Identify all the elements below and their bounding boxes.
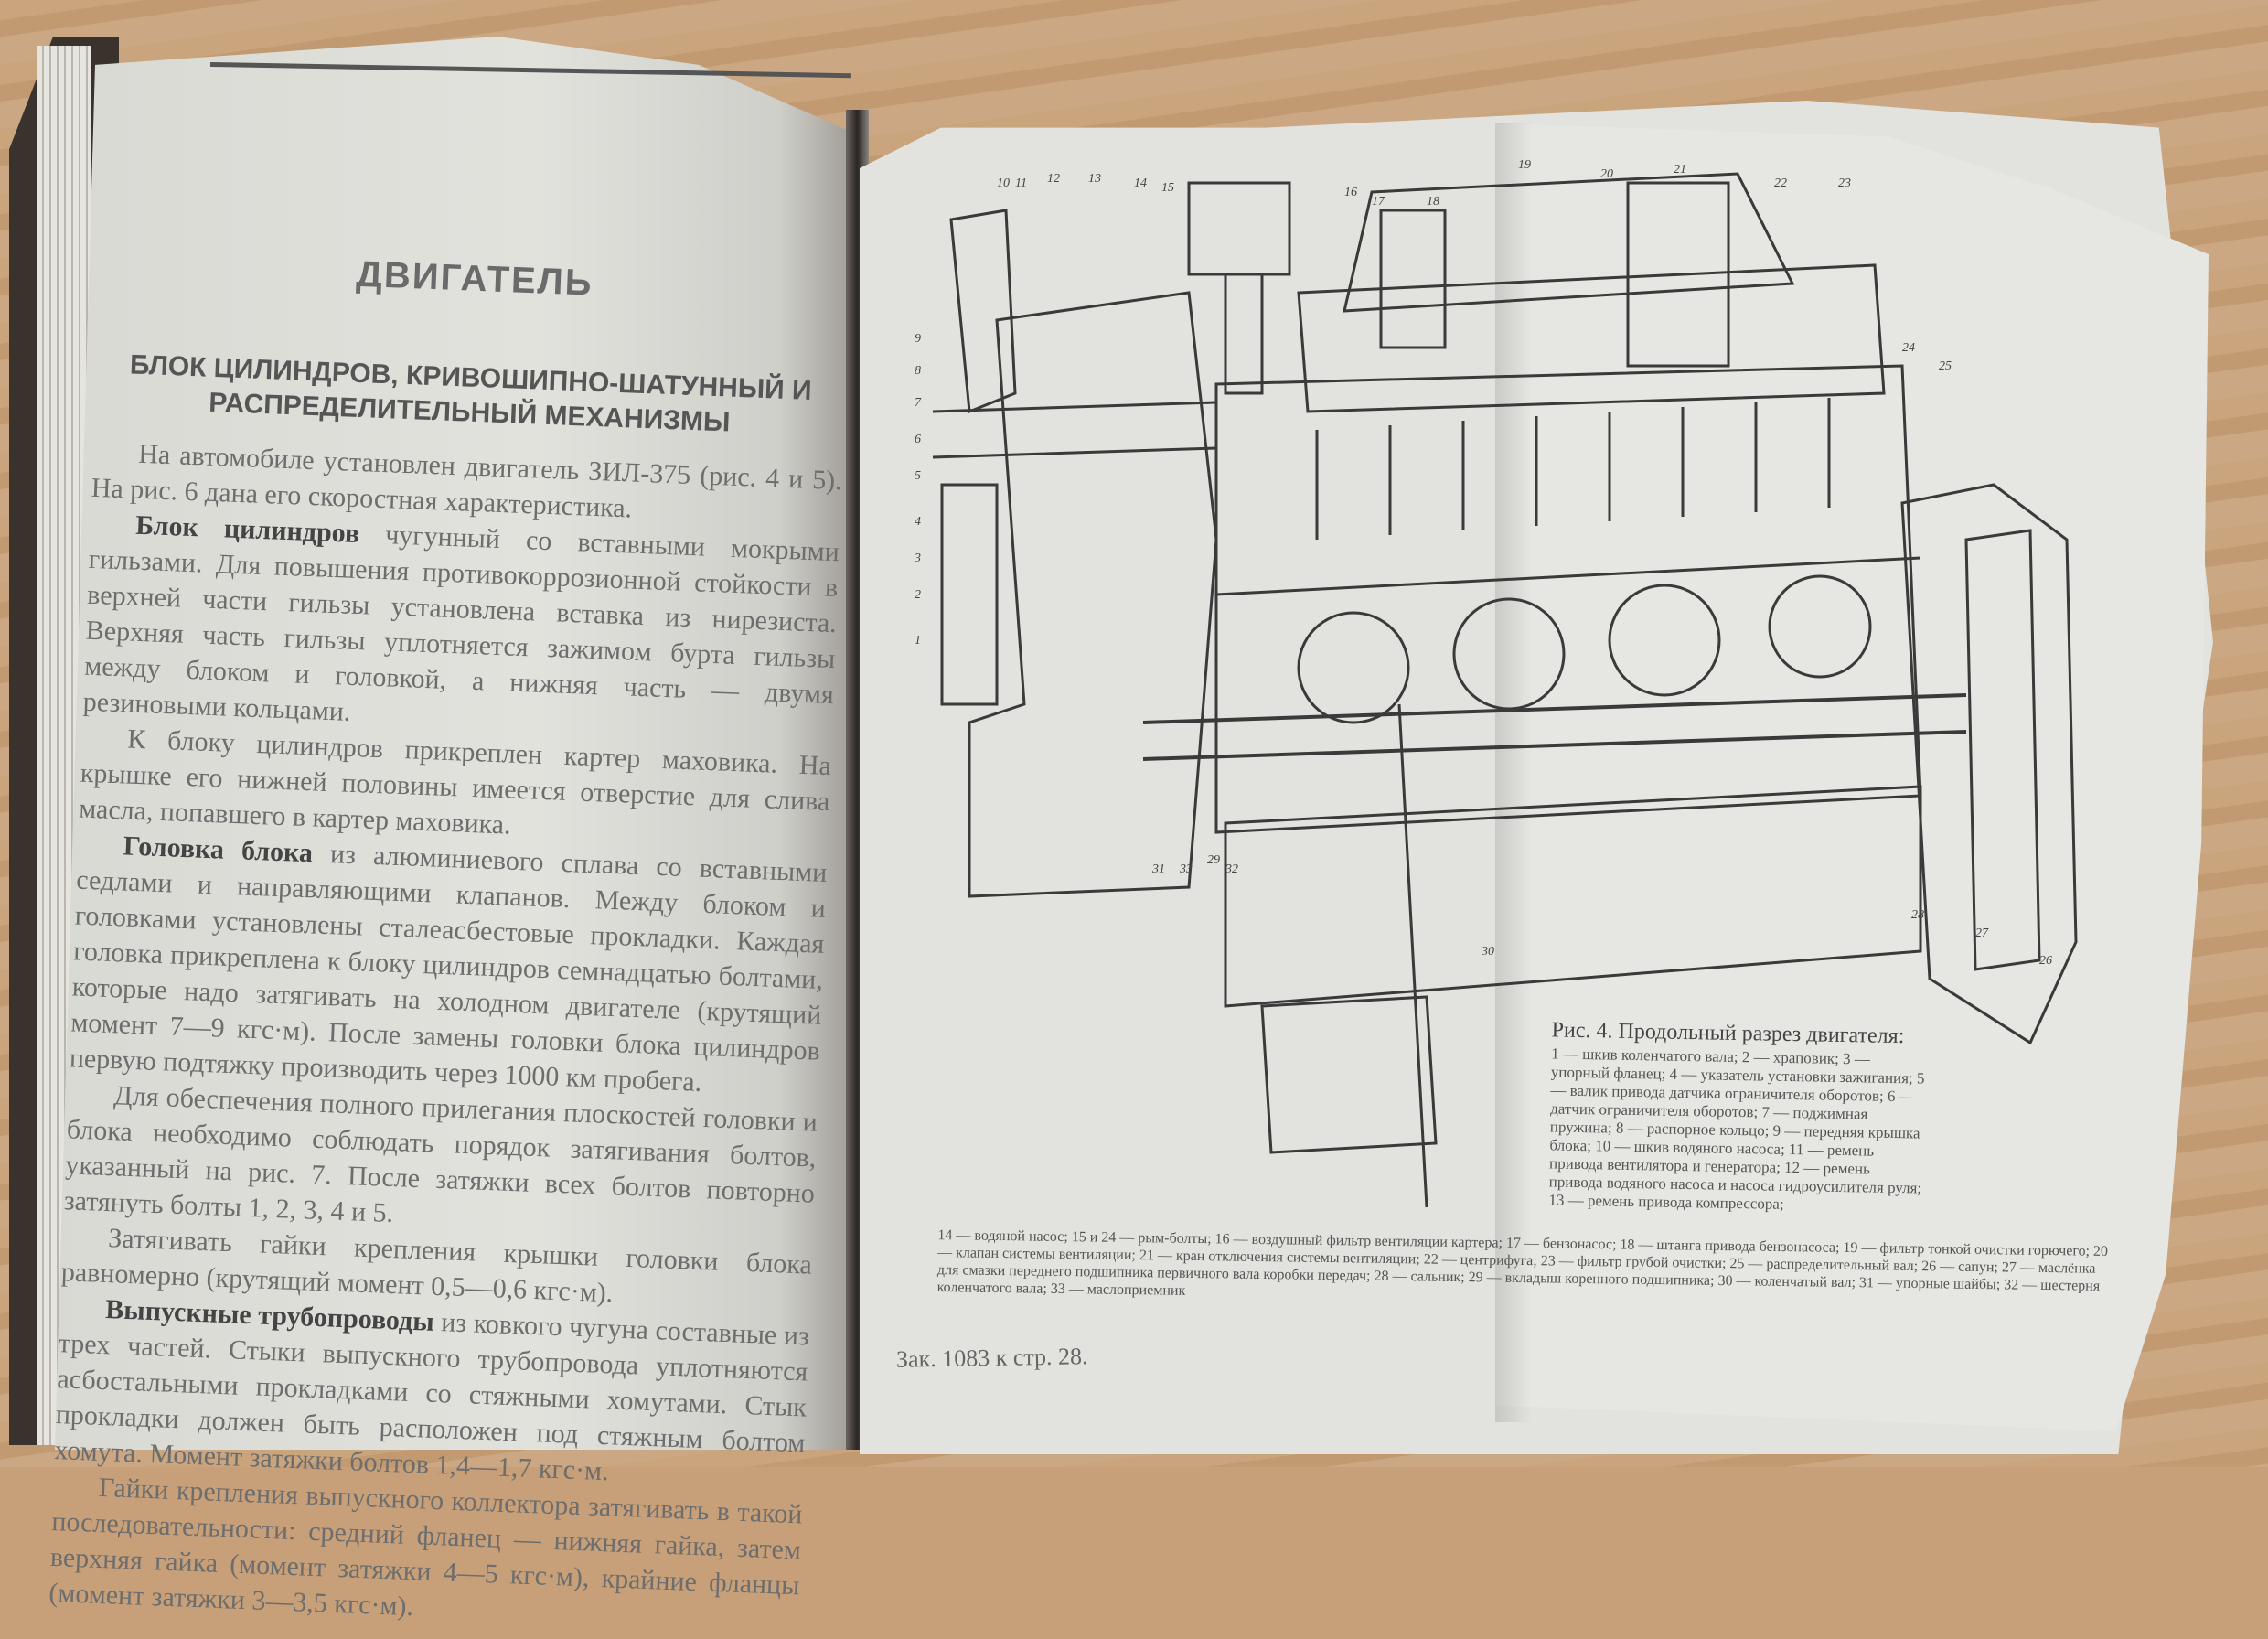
foldout-sheet [1495,123,2209,1431]
paragraph-text: чугунный со вставными мокрыми гильзами. … [82,519,840,727]
callout-number: 11 [1015,177,1027,190]
paragraph-lead: Блок цилиндров [134,509,360,550]
cylinder-block [1214,364,1922,834]
distributor-stem [1224,274,1264,395]
callout-number: 8 [915,364,921,378]
callout-number: 16 [1344,186,1357,199]
callout-number: 30 [1481,945,1494,959]
piston-2 [1452,597,1566,711]
callout-number: 17 [1372,195,1385,209]
callout-number: 33 [1179,862,1193,876]
dipstick [1397,703,1428,1208]
callout-number: 10 [997,177,1010,190]
paragraph-text: Для обеспечения полного прилегания плоск… [63,1080,818,1229]
figure-caption-items: 1 — шкив коленчатого вала; 2 — храповик;… [1548,1044,1925,1213]
callout-number: 31 [1151,862,1165,876]
paragraph: Для обеспечения полного прилегания плоск… [63,1076,818,1247]
paragraph-lead: Головка блока [123,830,314,869]
callout-number: 23 [1838,177,1851,190]
callout-number: 7 [915,396,922,410]
fold-shadow [1495,123,1532,1422]
air-filter [1379,209,1447,349]
paragraph-text: Гайки крепления выпускного коллектора за… [48,1472,803,1623]
crankshaft [1142,693,1967,761]
piston-4 [1768,574,1872,679]
paragraph: Выпускные трубопроводы из ковкого чугуна… [54,1290,810,1496]
left-page-text: ДВИГАТЕЛЬ БЛОК ЦИЛИНДРОВ, КРИВОШИПНО-ШАТ… [48,247,850,1639]
callout-number: 32 [1225,862,1238,876]
oil-filter [1626,181,1730,368]
callout-number: 19 [1518,158,1531,172]
callout-number: 21 [1674,163,1686,177]
figure-caption-title: Рис. 4. Продольный разрез двигателя: [1551,1018,1905,1049]
paragraph: Блок цилиндров чугунный со вставными мок… [82,506,840,748]
piston-3 [1608,584,1721,697]
flywheel-housing [1900,483,2078,1045]
fan-bracket [949,209,1017,414]
clutch [1964,529,2041,971]
left-page [55,37,860,1450]
figure-caption: Рис. 4. Продольный разрез двигателя: 1 —… [1548,1018,1927,1216]
callout-number: 6 [915,433,921,446]
intake-manifold [1343,172,1795,313]
callout-number: 26 [2039,954,2052,968]
callout-number: 29 [1207,853,1220,867]
pulley-shaft [932,401,1217,459]
callout-number: 4 [915,515,921,529]
callout-number: 18 [1427,195,1439,209]
valve-row [1315,398,1831,540]
callout-number: 13 [1088,172,1101,186]
callout-number: 25 [1939,359,1952,373]
distributor [1187,181,1291,276]
damper-front [940,483,999,706]
callout-number: 2 [915,588,921,602]
callout-number: 3 [915,552,921,565]
callout-number: 9 [915,332,921,346]
callout-number: 27 [1975,927,1989,940]
callout-number: 15 [1161,181,1174,195]
callout-number: 24 [1902,341,1915,355]
callout-number: 12 [1047,172,1060,186]
section-title: БЛОК ЦИЛИНДРОВ, КРИВОШИПНО-ШАТУННЫЙ И РА… [129,349,813,438]
callout-number: 14 [1134,177,1147,190]
head-upper [1297,263,1886,413]
body-paragraphs: На автомобиле установлен двигатель ЗИЛ-3… [48,434,843,1639]
oil-pan [1224,785,1922,1008]
callout-number: 5 [915,469,921,483]
callout-number: 20 [1600,167,1613,181]
crankcase-line [1215,556,1921,596]
timing-cover [968,291,1218,898]
paragraph: Головка блока из алюминиевого сплава со … [69,827,828,1105]
page-footer-note: Зак. 1083 к стр. 28. [895,1343,1088,1373]
oil-sump-bottom [1260,995,1438,1154]
callout-number: 1 [915,634,921,648]
paragraph-text: из алюминиевого сплава со вставными седл… [69,838,828,1098]
piston-1 [1297,611,1410,724]
callout-number: 22 [1774,177,1787,190]
paragraph: Гайки крепления выпускного коллектора за… [48,1468,803,1639]
callout-number: 28 [1911,908,1924,922]
